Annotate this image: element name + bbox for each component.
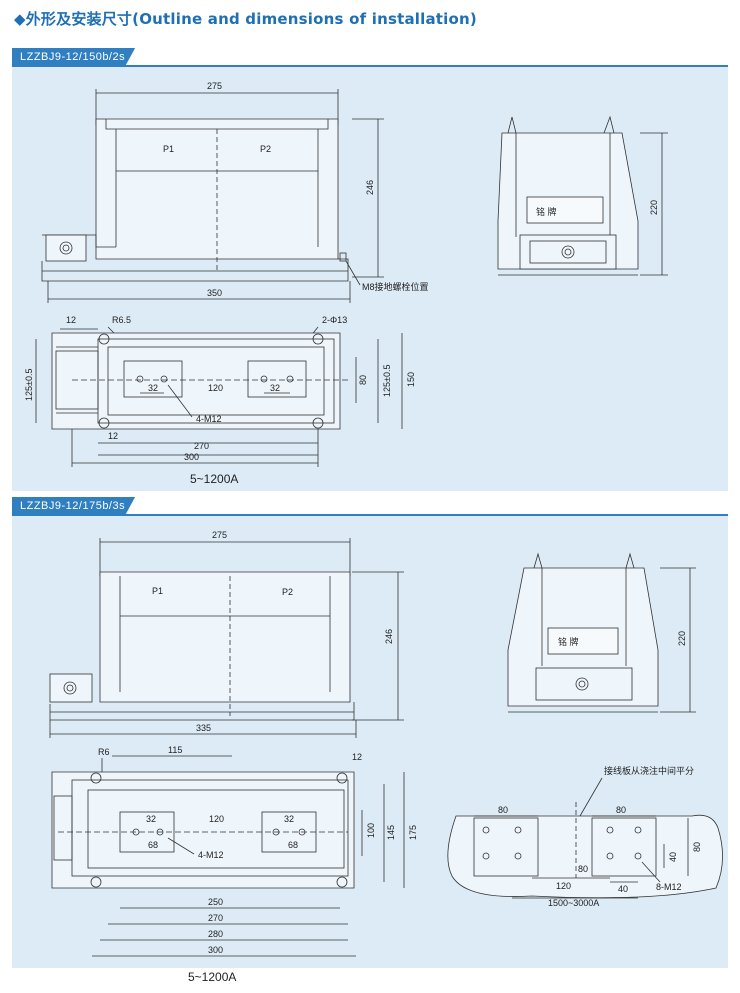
terminal-range: 1500~3000A [548,898,599,908]
dim-150: 150 [406,372,416,387]
dim-270-2: 270 [208,913,223,923]
current-range-2: 5~1200A [188,970,237,984]
side-view-1: 铭 牌 220 [497,115,668,276]
model-tab-1: LZZBJ9-12/150b/2s [12,48,136,66]
dim-32-2a: 32 [146,814,156,824]
dim-12b: 12 [108,431,118,441]
terminal-detail: 接线板从浇注中间平分 80 80 80 120 40 40 80 8-M12 1… [447,765,723,908]
label-screws-2: 4-M12 [198,850,224,860]
terminal-note: 接线板从浇注中间平分 [604,765,694,776]
tab-divider-2 [12,514,728,516]
terminal-v80: 80 [692,842,702,852]
dim-250: 250 [208,897,223,907]
dim-300-2: 300 [208,945,223,955]
dim-100: 100 [366,823,376,838]
ground-bolt-note: M8接地螺栓位置 [362,281,429,292]
dim-80: 80 [358,375,368,385]
dim-12-2: 12 [352,752,362,762]
label-r65: R6.5 [112,315,131,325]
dim-width: 275 [207,81,222,91]
nameplate-2: 铭 牌 [558,636,579,647]
model-tab-2: LZZBJ9-12/175b/3s [12,497,136,515]
terminal-screws: 8-M12 [656,882,682,892]
dim-280: 280 [208,929,223,939]
label-p2: P2 [260,144,271,154]
dim-side-height: 220 [649,200,659,215]
dim-120-2: 120 [209,814,224,824]
tab-divider-1 [12,65,728,67]
bottom-view-2: R6 115 12 32 68 120 32 68 4-M12 100 145 … [51,745,418,957]
dim-175: 175 [408,825,418,840]
nameplate: 铭 牌 [536,206,557,217]
dim-left-125: 125±0.5 [24,369,34,401]
dim-12a: 12 [66,315,76,325]
terminal-m80: 80 [578,864,588,874]
side-view-2: 铭 牌 220 [507,552,696,713]
label-r6: R6 [98,747,110,757]
label-p1-2: P1 [152,586,163,596]
terminal-m40: 40 [618,884,628,894]
dim-115: 115 [168,745,182,755]
dim-side-height-2: 220 [677,631,687,646]
terminal-w80b: 80 [616,805,626,815]
current-range-1: 5~1200A [190,472,239,486]
dim-32a: 32 [148,383,158,393]
dim-145: 145 [386,825,396,840]
front-view-1: 275 P1 P2 350 246 M8接地螺栓位置 [41,81,429,303]
drawing-1: 275 P1 P2 350 246 M8接地螺栓位置 铭 牌 [24,81,668,467]
dim-base-2: 335 [196,723,211,733]
page-title: ◆外形及安装尺寸(Outline and dimensions of insta… [14,10,477,28]
terminal-v40: 40 [668,852,678,862]
dim-right-125: 125±0.5 [382,365,392,397]
label-holes: 2-Φ13 [322,315,347,325]
dim-width-2: 275 [212,530,227,540]
dim-32b: 32 [270,383,280,393]
dim-height-2: 246 [384,629,394,644]
dim-300: 300 [184,452,199,462]
dim-120: 120 [208,383,223,393]
dim-height: 246 [365,180,375,195]
dim-base: 350 [207,288,222,298]
dim-32-2b: 32 [284,814,294,824]
bottom-view-1: 12 R6.5 2-Φ13 32 120 32 4-M12 12 270 300… [24,315,416,467]
dim-270: 270 [194,441,209,451]
label-p1: P1 [163,144,174,154]
label-screws: 4-M12 [196,414,222,424]
terminal-w80a: 80 [498,805,508,815]
label-p2-2: P2 [282,587,293,597]
terminal-m120: 120 [556,881,571,891]
drawing-2: 275 P1 P2 335 246 铭 牌 220 R6 115 [49,530,723,957]
dim-68b: 68 [288,840,298,850]
dim-68a: 68 [148,840,158,850]
front-view-2: 275 P1 P2 335 246 [49,530,404,738]
